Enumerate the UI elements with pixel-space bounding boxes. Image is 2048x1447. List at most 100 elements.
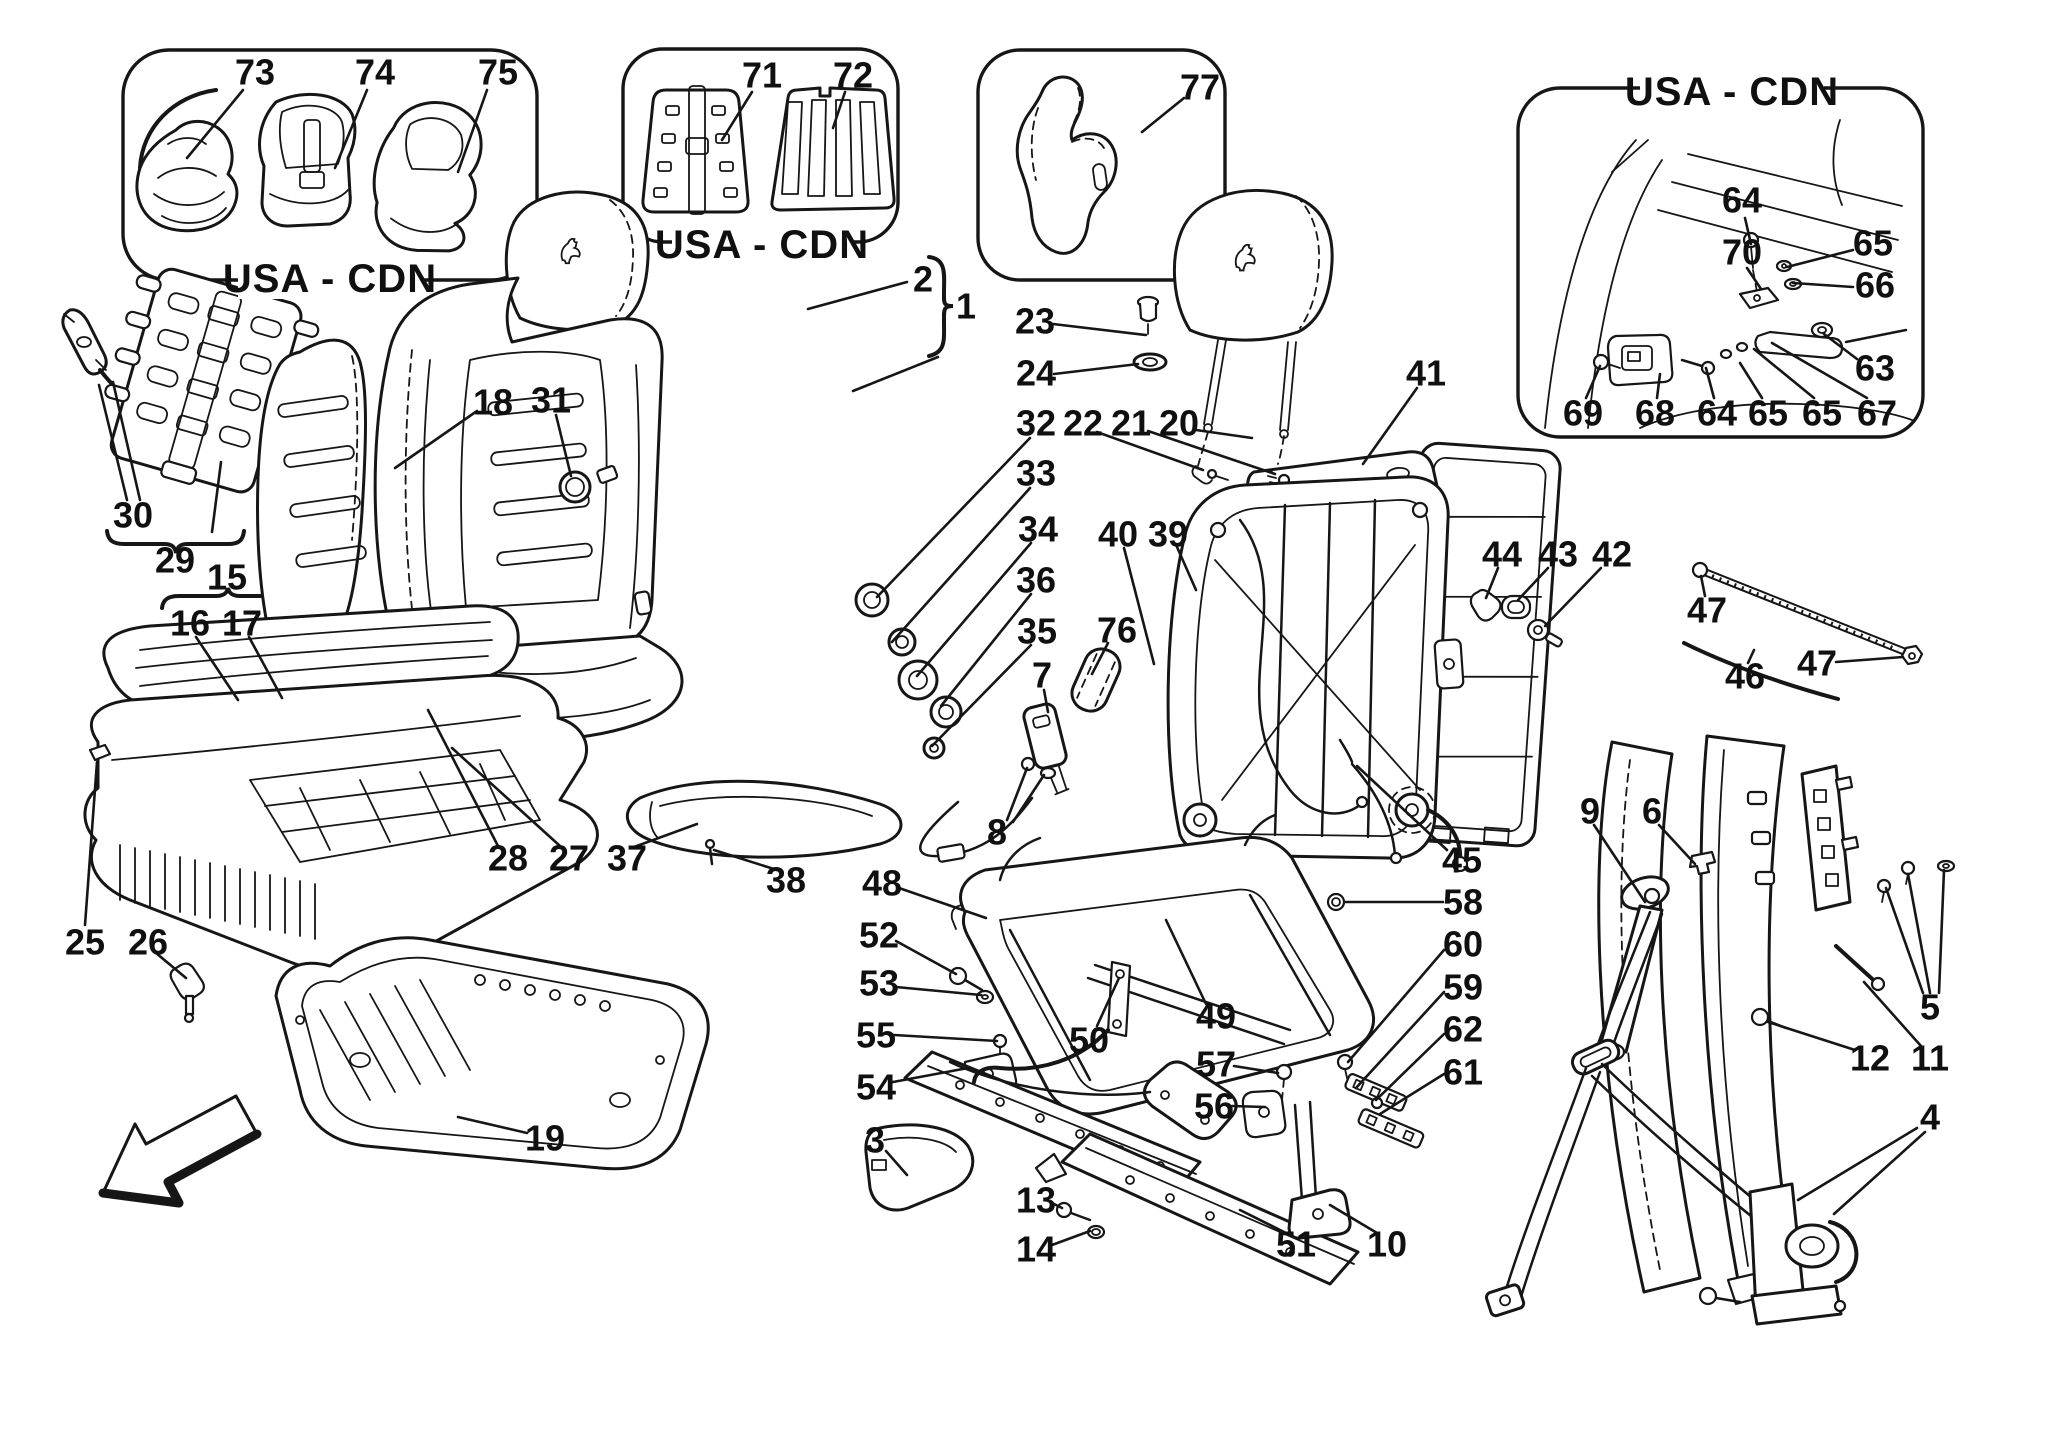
callout-26: 26 — [128, 922, 168, 963]
callout-29: 29 — [155, 540, 195, 581]
callout-64: 64 — [1697, 393, 1737, 434]
callout-14: 14 — [1016, 1229, 1056, 1270]
callout-5: 5 — [1920, 987, 1940, 1028]
callout-1: 1 — [956, 286, 976, 327]
latch-26 — [169, 962, 206, 1024]
callout-56: 56 — [1194, 1086, 1234, 1127]
leader-line-16 — [194, 635, 240, 702]
leader-line-71 — [720, 90, 754, 142]
callout-65: 65 — [1853, 223, 1893, 264]
belt-pad-72 — [770, 86, 896, 212]
floor-trim-3 — [864, 1123, 975, 1212]
callout-67: 67 — [1857, 393, 1897, 434]
leader-line-65 — [1785, 248, 1855, 269]
leader-line-19 — [456, 1115, 529, 1135]
callout-72: 72 — [833, 55, 873, 96]
callout-46: 46 — [1725, 656, 1765, 697]
leader-line-36 — [939, 592, 1033, 708]
callout-28: 28 — [488, 838, 528, 879]
leader-line-18 — [393, 409, 479, 470]
callout-73: 73 — [235, 52, 275, 93]
leader-line-28 — [426, 708, 500, 848]
leader-line-34 — [915, 541, 1033, 678]
callout-71: 71 — [742, 55, 782, 96]
leader-line-11 — [1862, 980, 1923, 1048]
callout-77: 77 — [1180, 67, 1220, 108]
callout-63: 63 — [1855, 348, 1895, 389]
direction-arrow-icon — [98, 1094, 262, 1208]
callout-39: 39 — [1148, 514, 1188, 555]
callout-25: 25 — [65, 922, 105, 963]
callout-52: 52 — [859, 915, 899, 956]
leader-line-73 — [185, 88, 245, 160]
leader-line-20 — [1194, 428, 1254, 440]
leader-line-9 — [1592, 823, 1647, 904]
leader-line-42 — [1543, 566, 1603, 628]
leader-line-12 — [1766, 1020, 1857, 1052]
cable-8 — [919, 756, 1057, 863]
callout-64: 64 — [1722, 180, 1762, 221]
child-seat-73 — [135, 88, 239, 233]
callout-8: 8 — [987, 812, 1007, 853]
seat-pan-19 — [274, 936, 710, 1171]
brace-1 — [927, 255, 954, 358]
clips-42-43-44 — [1469, 588, 1563, 648]
callout-60: 60 — [1443, 924, 1483, 965]
clip-25 — [88, 743, 112, 762]
callout-2: 2 — [913, 259, 933, 300]
leader-line-30 — [111, 380, 142, 502]
leader-line-40 — [1122, 546, 1156, 666]
leader-line-54 — [891, 1066, 970, 1084]
callout-16: 16 — [170, 603, 210, 644]
callout-33: 33 — [1016, 453, 1056, 494]
leader-line-47 — [1699, 574, 1707, 598]
bracket-56 — [1241, 1089, 1287, 1139]
adjuster-knobs — [854, 582, 963, 760]
callout-59: 59 — [1443, 967, 1483, 1008]
leader-line-60 — [1346, 948, 1446, 1064]
retractor-4 — [1698, 1182, 1859, 1326]
callout-76: 76 — [1097, 610, 1137, 651]
callout-65: 65 — [1748, 393, 1788, 434]
leader-line-22 — [1095, 430, 1205, 472]
callout-22: 22 — [1063, 403, 1103, 444]
leader-line-8 — [1005, 766, 1029, 822]
leader-line-65 — [1738, 361, 1764, 400]
leader-line-64 — [1743, 216, 1753, 246]
leader-line-65 — [1752, 347, 1816, 400]
leader-line-70 — [1745, 266, 1763, 291]
foot-bracket-10 — [1287, 1188, 1352, 1240]
leader-line-48 — [897, 886, 988, 920]
callout-40: 40 — [1098, 514, 1138, 555]
screw-57 — [1275, 1063, 1293, 1101]
leader-line-8 — [1011, 773, 1046, 824]
leader-line-4 — [1796, 1126, 1919, 1202]
belt-pad-71 — [641, 85, 750, 215]
leader-line-69 — [1584, 364, 1602, 400]
recline-knob-31 — [558, 465, 619, 504]
callout-55: 55 — [856, 1015, 896, 1056]
leader-line-10 — [1328, 1203, 1379, 1235]
leader-line-56 — [1230, 1104, 1267, 1109]
callout-15: 15 — [207, 557, 247, 598]
pillar-sketch — [1544, 119, 1913, 429]
callout-54: 54 — [856, 1067, 896, 1108]
callout-45: 45 — [1442, 840, 1482, 881]
callout-65: 65 — [1802, 393, 1842, 434]
callout-62: 62 — [1443, 1009, 1483, 1050]
leader-line-33 — [890, 486, 1032, 644]
leader-line-21 — [1146, 429, 1277, 476]
callout-50: 50 — [1069, 1020, 1109, 1061]
backrest-pad-18 — [256, 338, 367, 648]
backrest-frame-39 — [1166, 475, 1469, 873]
callout-47: 47 — [1797, 643, 1837, 684]
leader-line-43 — [1516, 566, 1550, 602]
callout-48: 48 — [862, 863, 902, 904]
leader-line-5 — [1937, 868, 1946, 995]
callout-24: 24 — [1016, 353, 1056, 394]
leader-line-37 — [632, 822, 699, 849]
leader-line-13 — [1050, 1201, 1064, 1210]
callout-21: 21 — [1111, 403, 1151, 444]
